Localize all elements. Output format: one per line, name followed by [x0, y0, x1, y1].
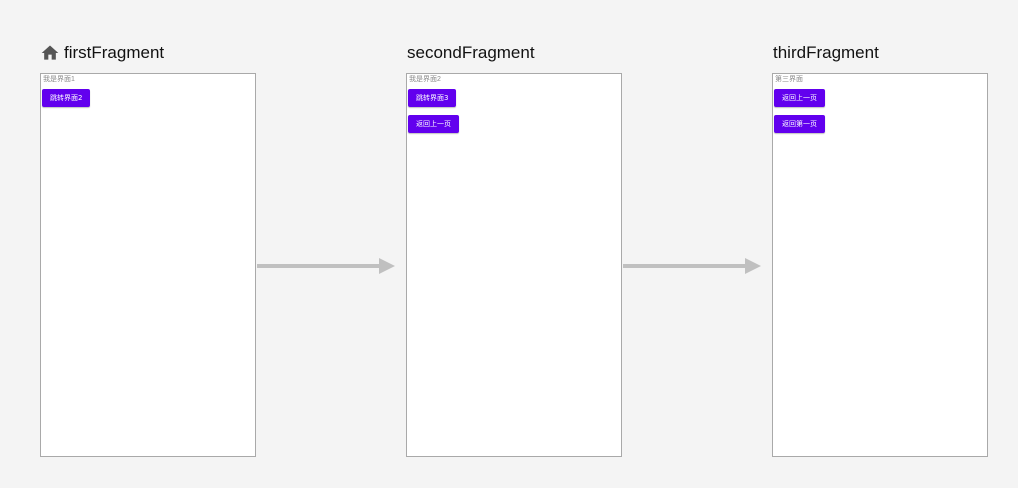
- destination-title-label: firstFragment: [64, 43, 165, 62]
- back-to-first-button[interactable]: 返回第一页: [774, 115, 825, 133]
- navigation-action-arrow-2-to-3[interactable]: [623, 257, 763, 275]
- navigation-action-arrow-1-to-2[interactable]: [257, 257, 397, 275]
- screen-text-label: 我是界面1: [43, 76, 75, 83]
- back-button[interactable]: 返回上一页: [408, 115, 459, 133]
- destination-title-second[interactable]: secondFragment: [407, 42, 535, 64]
- navigate-to-screen2-button[interactable]: 跳转界面2: [42, 89, 91, 107]
- destination-title-label: thirdFragment: [773, 43, 879, 62]
- screen-text-label: 我是界面2: [409, 76, 441, 83]
- fragment-preview-second[interactable]: 我是界面2 跳转界面3 返回上一页: [406, 73, 622, 457]
- back-button[interactable]: 返回上一页: [774, 89, 825, 107]
- destination-title-label: secondFragment: [407, 43, 535, 62]
- screen-text-label: 第三界面: [775, 76, 803, 83]
- fragment-preview-first[interactable]: 我是界面1 跳转界面2: [40, 73, 256, 457]
- destination-title-first[interactable]: firstFragment: [40, 42, 164, 64]
- destination-title-third[interactable]: thirdFragment: [773, 42, 879, 64]
- navigate-to-screen3-button[interactable]: 跳转界面3: [408, 89, 457, 107]
- fragment-preview-third[interactable]: 第三界面 返回上一页 返回第一页: [772, 73, 988, 457]
- home-icon: [40, 43, 60, 63]
